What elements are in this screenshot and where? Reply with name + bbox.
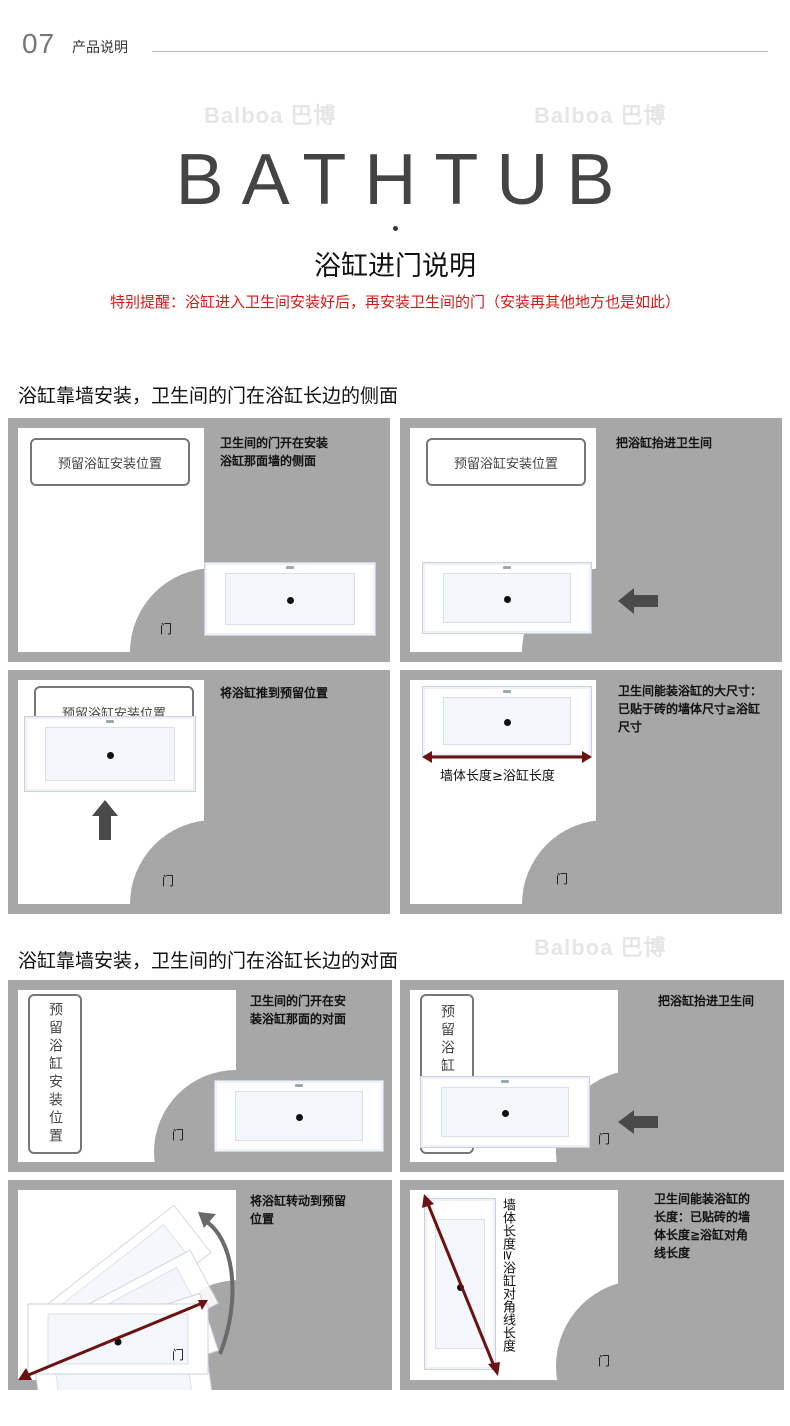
rotating-bathtubs — [18, 1204, 219, 1390]
room-area — [18, 820, 130, 904]
diagram-panel: 卫生间能装浴缸的大尺寸： 已贴于砖的墙体尺寸≧浴缸 尺寸 墙体长度≥浴缸长度 门 — [400, 670, 782, 914]
move-up-arrow-icon — [92, 800, 118, 840]
page-title: BATHTUB — [175, 140, 633, 220]
panel-text-line: 卫生间能装浴缸的大尺寸： — [618, 684, 763, 698]
door-label: 门 — [172, 1348, 185, 1362]
warning-text: 特别提醒：浴缸进入卫生间安装好后，再安装卫生间的门（安装再其他地方也是如此） — [109, 293, 680, 311]
diagram-panel: 卫生间能装浴缸的 长度：已贴砖的墙 体长度≧浴缸对角 线长度 墙体长度≥浴缸对角… — [400, 1180, 784, 1390]
move-left-arrow-icon — [618, 1110, 658, 1134]
bathtub — [204, 562, 376, 636]
door-label: 门 — [598, 1132, 611, 1146]
section1-heading: 浴缸靠墙安装，卫生间的门在浴缸长边的侧面 — [18, 385, 399, 407]
diagram-panel: 预留浴缸安装位置 将浴缸推到预留位置 门 — [8, 670, 390, 914]
panel-text-line: 装浴缸那面的对面 — [250, 1012, 347, 1026]
door-label: 门 — [162, 874, 175, 888]
length-measure-arrow-icon — [422, 751, 592, 763]
diagram-panel: 预留浴缸安装位置 卫生间的门开在安 装浴缸那面的对面 门 — [8, 980, 392, 1172]
watermark: Balboa 巴博 — [534, 935, 667, 960]
reserved-position-box: 预留浴缸安装位置 — [28, 994, 82, 1154]
watermark: Balboa 巴博 — [204, 103, 337, 128]
section2-heading: 浴缸靠墙安装，卫生间的门在浴缸长边的对面 — [18, 950, 399, 972]
page-subtitle: 浴缸进门说明 — [314, 251, 476, 282]
panel-text-line: 位置 — [250, 1212, 275, 1226]
rotate-arrow-icon — [198, 1212, 235, 1355]
diagram-panel: 预留浴缸 把浴缸抬进卫生间 门 — [400, 980, 784, 1172]
door-label: 门 — [556, 872, 569, 886]
panel-text: 将浴缸推到预留位置 — [220, 686, 329, 700]
header-divider — [152, 51, 768, 52]
panel-text-line: 长度：已贴砖的墙 — [654, 1210, 751, 1224]
panel-text-line: 已贴于砖的墙体尺寸≧浴缸 — [618, 702, 761, 716]
bathtub — [422, 686, 592, 756]
diagram-panel: 预留浴缸安装位置 卫生间的门开在安装 浴缸那面墙的侧面 门 — [8, 418, 390, 662]
panel-text: 把浴缸抬进卫生间 — [658, 994, 755, 1008]
door-label: 门 — [598, 1354, 611, 1368]
panel-text: 卫生间的门开在安装 浴缸那面墙的侧面 — [220, 434, 328, 470]
panel-text-line: 浴缸那面墙的侧面 — [220, 454, 317, 468]
reserved-position-box: 预留浴缸安装位置 — [426, 438, 586, 486]
measure-label: 墙体长度≥浴缸对角线长度 — [500, 1198, 515, 1352]
panel-text: 卫生间的门开在安 装浴缸那面的对面 — [250, 992, 346, 1028]
door-label: 门 — [160, 622, 173, 636]
door-label: 门 — [172, 1128, 185, 1142]
panel-text-line: 尺寸 — [618, 720, 643, 734]
diagram-panel: 将浴缸转动到预留 位置 门 — [8, 1180, 392, 1390]
room-area — [410, 820, 522, 904]
reserved-position-box: 预留浴缸安装位置 — [30, 438, 190, 486]
title-dot — [393, 226, 398, 231]
room-area — [18, 568, 130, 652]
bathtub — [214, 1080, 384, 1152]
panel-text-line: 卫生间能装浴缸的 — [654, 1192, 751, 1206]
panel-text: 卫生间能装浴缸的 长度：已贴砖的墙 体长度≧浴缸对角 线长度 — [654, 1190, 750, 1262]
bathtub — [422, 562, 592, 634]
move-left-arrow-icon — [618, 588, 658, 614]
panel-text: 把浴缸抬进卫生间 — [616, 436, 713, 450]
panel-text-line: 线长度 — [654, 1246, 691, 1260]
panel-text-line: 卫生间的门开在安装 — [220, 436, 329, 450]
watermark: Balboa 巴博 — [534, 103, 667, 128]
bathtub — [420, 1076, 590, 1148]
panel-text: 将浴缸转动到预留 位置 — [250, 1192, 346, 1228]
panel-text-line: 体长度≧浴缸对角 — [654, 1228, 749, 1242]
diagram-panel: 预留浴缸安装位置 把浴缸抬进卫生间 — [400, 418, 782, 662]
diagonal-measure-arrow-icon — [422, 1194, 500, 1376]
panel-text-line: 卫生间的门开在安 — [250, 994, 347, 1008]
section-label: 产品说明 — [72, 40, 128, 56]
panel-text-line: 将浴缸转动到预留 — [250, 1194, 347, 1208]
bathtub — [24, 716, 196, 792]
section-number: 07 — [22, 28, 56, 59]
panel-text: 卫生间能装浴缸的大尺寸： 已贴于砖的墙体尺寸≧浴缸 尺寸 — [618, 682, 762, 736]
measure-label: 墙体长度≥浴缸长度 — [440, 769, 555, 784]
